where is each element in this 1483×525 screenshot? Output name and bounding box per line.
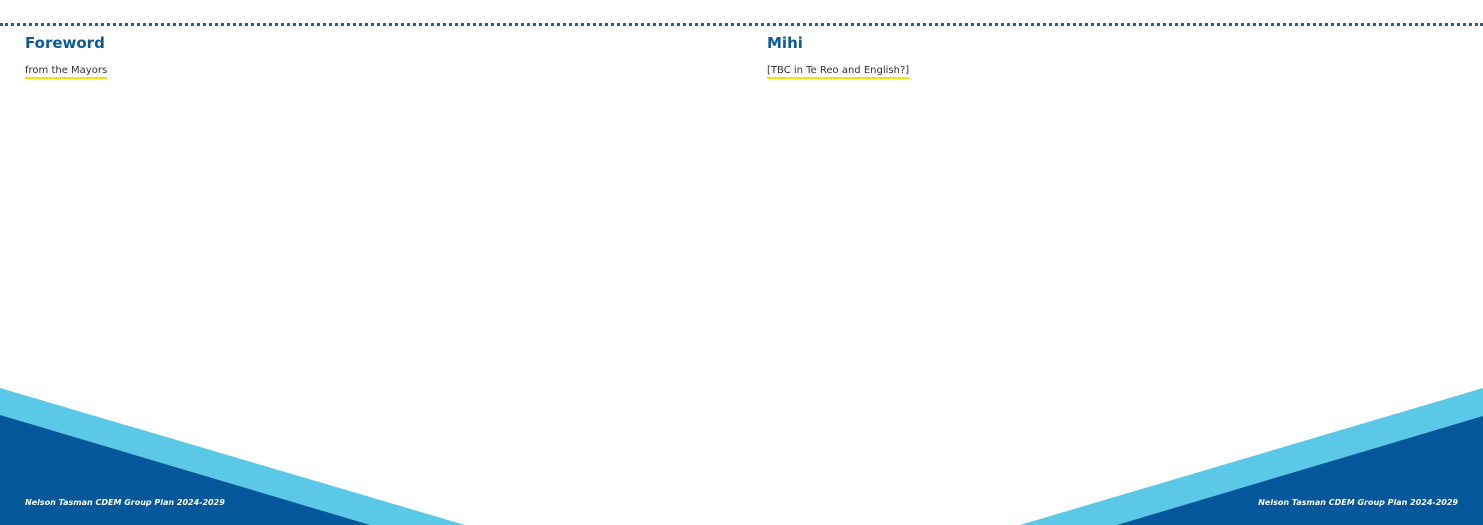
right-dark-blue-band: [1117, 416, 1483, 525]
top-dotted-rule: [0, 23, 1483, 26]
page-foreword: Foreword from the Mayors Nelson Tasman C…: [0, 0, 741, 525]
right-footer-text: Nelson Tasman CDEM Group Plan 2024-2029: [1258, 498, 1458, 507]
page-mihi: Mihi [TBC in Te Reo and English?] Nelson…: [741, 0, 1483, 525]
left-footer-decoration: [0, 388, 465, 525]
foreword-subtext: from the Mayors: [25, 65, 108, 79]
left-dark-blue-band: [0, 415, 370, 525]
foreword-heading: Foreword: [25, 34, 105, 52]
mihi-heading: Mihi: [767, 34, 803, 52]
left-footer-text: Nelson Tasman CDEM Group Plan 2024-2029: [25, 498, 225, 507]
right-footer-decoration: [1020, 388, 1483, 525]
mihi-subtext: [TBC in Te Reo and English?]: [767, 65, 910, 79]
